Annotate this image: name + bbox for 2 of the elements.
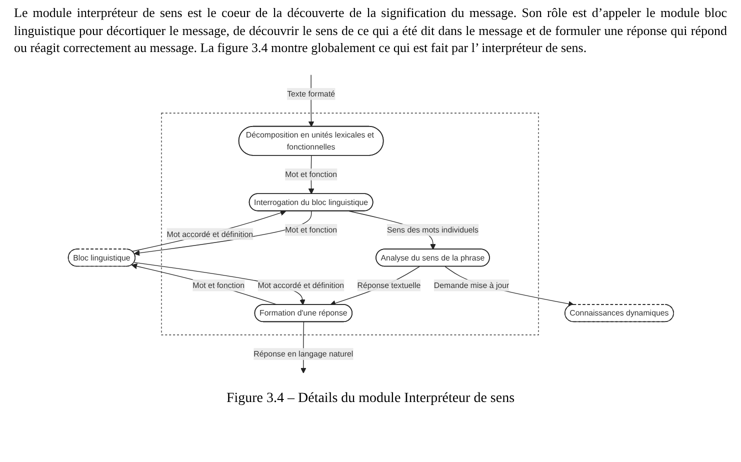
paragraph: Le module interpréteur de sens est le coeur de la découverte de la signification du message. Son rôle est d’appeler le module bloc linguistique pour décortiquer le message, de découvrir le sens de ce qui a été dit dans le message et de formuler une réponse qui répond ou réagit correctement au message. La figure 3.4 montre globalement ce qui est fait par l’ interpréteur de sens. [14, 4, 727, 57]
figure-caption: Figure 3.4 – Détails du module Interpréteur de sens [225, 390, 516, 407]
